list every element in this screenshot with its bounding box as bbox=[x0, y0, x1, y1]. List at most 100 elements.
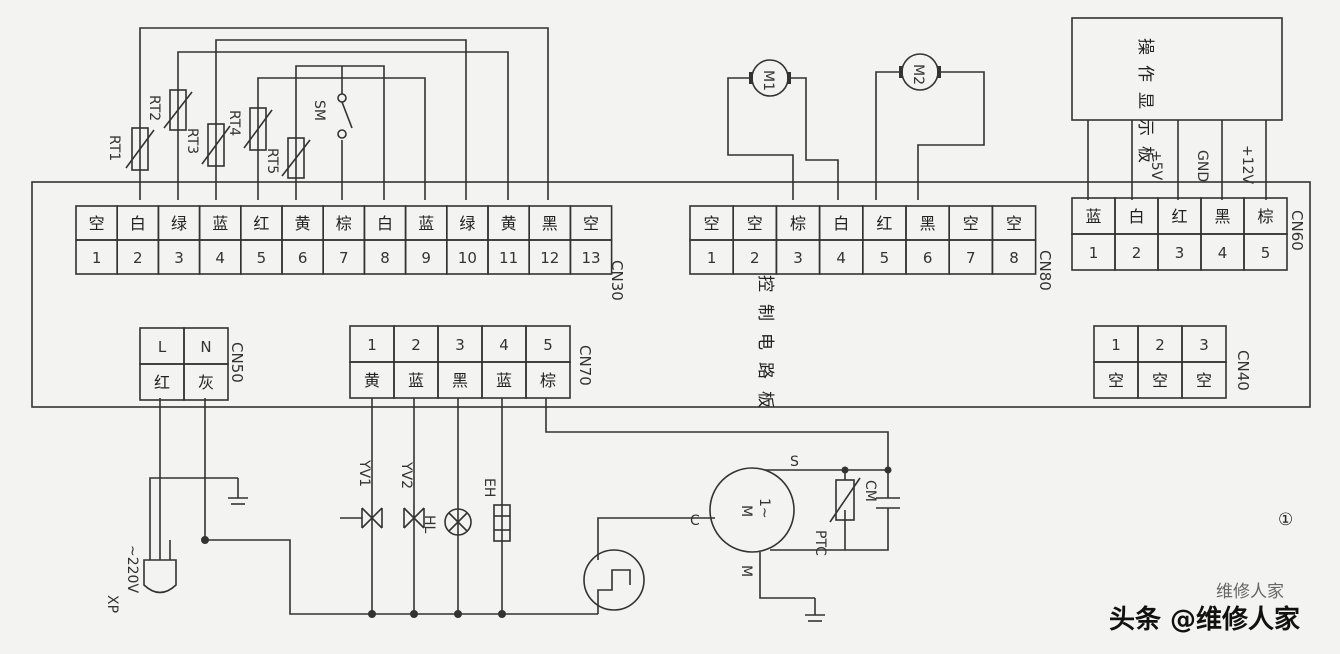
cn80-label: CN80 bbox=[1036, 250, 1054, 291]
cn80-pin-number: 3 bbox=[793, 249, 803, 267]
display-board-outline bbox=[1071, 17, 1283, 121]
cn30-pin-color: 白 bbox=[377, 214, 393, 233]
rt1-thermistor-icon bbox=[131, 127, 149, 171]
cn80-pin-color: 空 bbox=[704, 214, 720, 233]
cn30-pin-color: 白 bbox=[130, 214, 146, 233]
cn30-pin-color: 蓝 bbox=[418, 214, 434, 233]
cn30-pin-color: 棕 bbox=[336, 214, 352, 233]
compressor-label: M bbox=[738, 505, 754, 517]
cn60-pin-number: 1 bbox=[1089, 244, 1099, 262]
rt4-thermistor-icon bbox=[249, 107, 267, 151]
cn30-pin-color: 空 bbox=[89, 214, 105, 233]
rt5-thermistor-icon bbox=[287, 137, 305, 179]
cn40-pin-number: 3 bbox=[1199, 336, 1209, 354]
cn80-pin-number: 5 bbox=[880, 249, 890, 267]
rt1-label: RT1 bbox=[106, 135, 122, 161]
eh-label: EH bbox=[481, 478, 497, 497]
cn60-label: CN60 bbox=[1288, 210, 1306, 251]
cn40-pin-number: 2 bbox=[1155, 336, 1165, 354]
cn50-label: CN50 bbox=[228, 342, 246, 383]
cn40-pin-number: 1 bbox=[1111, 336, 1121, 354]
cn80-pin-color: 白 bbox=[833, 214, 849, 233]
cn30-pin-number: 5 bbox=[257, 249, 267, 267]
cn70-label: CN70 bbox=[576, 345, 594, 386]
cn30-pin-color: 绿 bbox=[459, 214, 475, 233]
cn30-pin-number: 4 bbox=[215, 249, 225, 267]
lamp-hl-icon bbox=[444, 508, 472, 536]
cn70-pin-number: 2 bbox=[411, 336, 421, 354]
cn80-pin-number: 2 bbox=[750, 249, 760, 267]
heater-eh-icon bbox=[493, 504, 511, 542]
s-terminal-label: S bbox=[790, 454, 799, 470]
cn60-num-cell bbox=[1243, 233, 1288, 271]
cn60-pin-number: 4 bbox=[1218, 244, 1228, 262]
cn60-pin-number: 3 bbox=[1175, 244, 1185, 262]
watermark: 头条 @维修人家 bbox=[1108, 605, 1300, 635]
ptc-label: PTC bbox=[812, 530, 828, 556]
compressor-icon bbox=[709, 467, 795, 553]
cn30-pin-number: 1 bbox=[92, 249, 102, 267]
rt3-thermistor-icon bbox=[207, 123, 225, 167]
cn40-pin-color: 空 bbox=[1108, 371, 1124, 390]
cn50-pin-color: 红 bbox=[154, 373, 170, 392]
rt2-thermistor-icon bbox=[169, 89, 187, 131]
cn50-pin-number: L bbox=[158, 338, 167, 356]
cn30-pin-number: 8 bbox=[380, 249, 390, 267]
rt2-label: RT2 bbox=[146, 95, 162, 121]
cn80-pin-color: 黑 bbox=[920, 214, 936, 233]
cn80-pin-number: 6 bbox=[923, 249, 933, 267]
control-board-label: 控制电路板 bbox=[755, 275, 775, 420]
cn70-num-cell bbox=[525, 325, 571, 363]
sm-label: SM bbox=[311, 100, 327, 121]
cn40-label: CN40 bbox=[1234, 350, 1252, 391]
cn80-pin-number: 7 bbox=[966, 249, 976, 267]
cn60-pin-number: 2 bbox=[1132, 244, 1142, 262]
cn30-pin-color: 红 bbox=[253, 214, 269, 233]
cn60-pin-color: 红 bbox=[1171, 207, 1187, 226]
cn60-pin-color: 白 bbox=[1128, 207, 1144, 226]
cn70-pin-color: 黑 bbox=[452, 371, 468, 390]
cn30-num-cell bbox=[569, 239, 613, 275]
capacitor-label: CM bbox=[862, 480, 878, 502]
cn80-pin-color: 空 bbox=[963, 214, 979, 233]
cn30-pin-number: 11 bbox=[499, 249, 518, 267]
cn70-pin-color: 黄 bbox=[364, 371, 380, 390]
cn50-pin-number: N bbox=[200, 338, 211, 356]
cn70-pin-color: 蓝 bbox=[496, 371, 512, 390]
cn80-pin-color: 棕 bbox=[790, 214, 806, 233]
cn30-pin-color: 蓝 bbox=[212, 214, 228, 233]
cn60-pin-color: 黑 bbox=[1214, 207, 1230, 226]
switch-sm-icon bbox=[337, 93, 347, 103]
overload-protector-icon bbox=[583, 549, 645, 611]
motor-m2-label: M2 bbox=[910, 64, 926, 85]
cn30-pin-number: 7 bbox=[339, 249, 349, 267]
cn30-pin-number: 3 bbox=[174, 249, 184, 267]
cn30-pin-color: 空 bbox=[583, 214, 599, 233]
compressor-sub-label: 1~ bbox=[756, 498, 772, 519]
rt5-label: RT5 bbox=[264, 148, 280, 174]
cn60-pin-number: 5 bbox=[1261, 244, 1271, 262]
cn80-pin-number: 1 bbox=[707, 249, 717, 267]
cn30-pin-number: 13 bbox=[581, 249, 600, 267]
cn30-pin-number: 2 bbox=[133, 249, 143, 267]
cn50-num-cell bbox=[183, 327, 229, 365]
cn30-pin-color: 黄 bbox=[295, 214, 311, 233]
cn30-pin-number: 9 bbox=[421, 249, 431, 267]
plus5v-label: +5V bbox=[1148, 150, 1164, 181]
cn70-pin-number: 5 bbox=[543, 336, 553, 354]
figure-mark: ① bbox=[1278, 510, 1293, 530]
cn60-pin-color: 蓝 bbox=[1085, 207, 1101, 226]
cn40-pin-color: 空 bbox=[1152, 371, 1168, 390]
valve-yv2-icon bbox=[403, 507, 425, 529]
cn30-pin-number: 6 bbox=[298, 249, 308, 267]
rt3-label: RT3 bbox=[184, 128, 200, 154]
cn80-num-cell bbox=[991, 239, 1037, 275]
control-board-outline bbox=[31, 181, 1311, 408]
cn50-pin-color: 灰 bbox=[198, 373, 214, 392]
cn70-pin-color: 棕 bbox=[540, 371, 556, 390]
cn30-pin-color: 黑 bbox=[542, 214, 558, 233]
